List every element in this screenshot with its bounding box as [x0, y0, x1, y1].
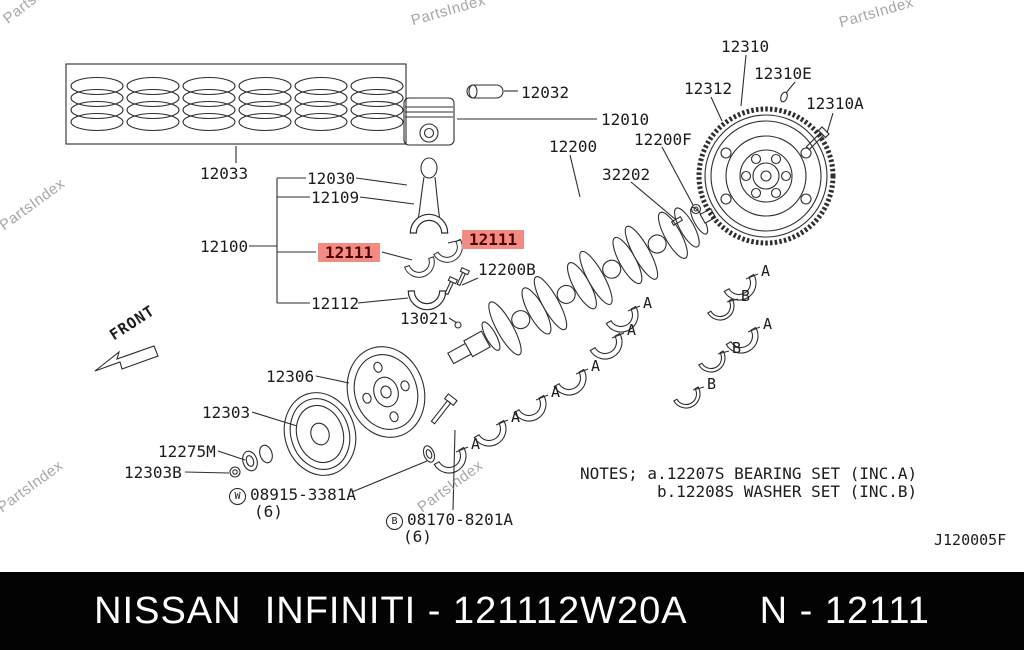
part-label-12112[interactable]: 12112 — [311, 294, 360, 313]
footer-title: NISSAN INFINITI - 121112W20A — [94, 589, 688, 632]
part-label-12200F[interactable]: 12200F — [634, 130, 692, 149]
part-label-08915-3381A[interactable]: 08915-3381A — [250, 485, 356, 504]
part-label-13021[interactable]: 13021 — [400, 309, 449, 328]
flywheel-drawing — [696, 106, 836, 246]
notes-line-2: b.12208S WASHER SET (INC.B) — [657, 482, 918, 501]
crank-pulley-drawing — [346, 346, 426, 438]
washer-mark-b: B — [707, 375, 717, 393]
piston-rings-box-drawing — [65, 63, 407, 145]
bearing-mark-a: A — [763, 315, 773, 333]
bearing-mark-a: A — [551, 383, 561, 401]
washer-mark-b: B — [732, 339, 742, 357]
bearing-mark-a: A — [471, 435, 481, 453]
part-label-08170-8201A[interactable]: 08170-8201A — [407, 510, 513, 529]
bearing-mark-a: A — [511, 408, 521, 426]
spacer-rings-drawing — [229, 444, 436, 478]
part-label-12200[interactable]: 12200 — [549, 137, 598, 156]
bearing-mark-a: A — [627, 321, 637, 339]
crankshaft-drawing — [447, 206, 717, 365]
front-arrow — [94, 345, 159, 372]
part-label-12032[interactable]: 12032 — [521, 83, 570, 102]
piston-pin-drawing — [466, 84, 504, 99]
part-label-12303[interactable]: 12303 — [202, 403, 251, 422]
part-label-32202[interactable]: 32202 — [602, 165, 651, 184]
pulley-drawing — [283, 392, 357, 476]
bearing-mark-a: A — [591, 357, 601, 375]
part-label-12312[interactable]: 12312 — [684, 79, 733, 98]
bearing-mark-a: A — [761, 262, 771, 280]
bolt-qty-label: (6) — [403, 527, 432, 546]
drawing-code: J120005F — [934, 531, 1007, 549]
part-label-12310[interactable]: 12310 — [721, 37, 770, 56]
part-label-12033[interactable]: 12033 — [200, 164, 249, 183]
diagram-line-art — [65, 54, 836, 511]
footer-part-ref: N - 12111 — [759, 589, 930, 632]
notes-line-1: NOTES; a.12207S BEARING SET (INC.A) — [580, 464, 918, 483]
part-label-12010[interactable]: 12010 — [601, 110, 650, 129]
connecting-rod-drawing — [404, 157, 471, 329]
footer-bar: NISSAN INFINITI - 121112W20A N - 12111 — [0, 572, 1024, 650]
part-label-12030[interactable]: 12030 — [307, 169, 356, 188]
flywheel-small-parts-drawing — [670, 91, 830, 226]
part-label-12200B[interactable]: 12200B — [478, 260, 536, 279]
damper-bolt-drawing — [430, 393, 458, 425]
washer-mark-b: B — [741, 287, 751, 305]
washer-symbol-icon: W — [229, 488, 246, 505]
part-label-12109[interactable]: 12109 — [311, 188, 360, 207]
part-label-12275M[interactable]: 12275M — [158, 442, 216, 461]
bearing-mark-a: A — [643, 294, 653, 312]
part-label-12111-highlighted[interactable]: 12111 — [318, 243, 381, 262]
washer-qty-label: (6) — [254, 502, 283, 521]
part-label-12303B[interactable]: 12303B — [124, 463, 182, 482]
part-label-12310E[interactable]: 12310E — [754, 64, 812, 83]
part-label-12310A[interactable]: 12310A — [806, 94, 864, 113]
bolt-symbol-icon: B — [386, 513, 403, 530]
leader-lines — [184, 54, 834, 511]
part-label-12306[interactable]: 12306 — [266, 367, 315, 386]
part-label-12100[interactable]: 12100 — [200, 237, 249, 256]
part-label-12111-highlighted[interactable]: 12111 — [462, 230, 525, 249]
piston-drawing — [403, 97, 455, 146]
